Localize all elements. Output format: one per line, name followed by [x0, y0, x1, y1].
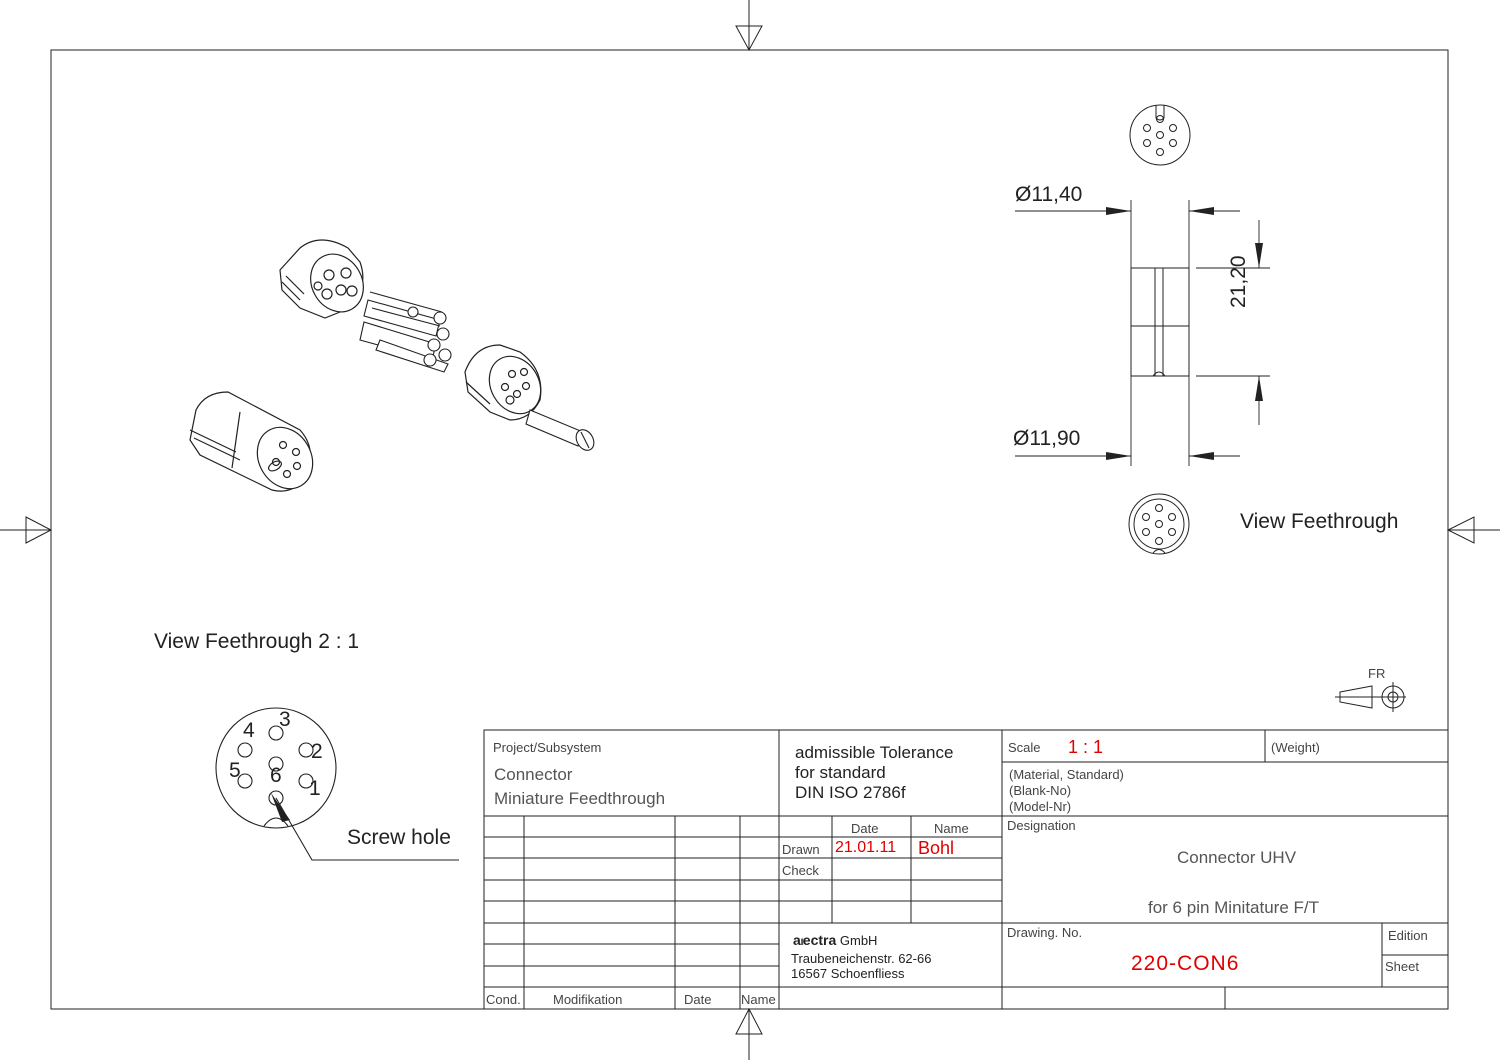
dim-height: 21,20 [1227, 255, 1250, 308]
end-view-top [1129, 104, 1191, 166]
dim-top-diameter: Ø11,40 [1015, 183, 1083, 206]
projection-label: FR [1368, 666, 1386, 681]
project-line1: Connector [494, 765, 573, 784]
company-logo: allectra GmbH [793, 933, 877, 947]
cond-label: Cond. [486, 992, 521, 1007]
scale-label: Scale [1008, 740, 1041, 755]
pin-number-1: 1 [309, 777, 321, 800]
blank-label: (Blank-No) [1009, 783, 1072, 798]
company-logo-a: a [793, 932, 801, 948]
pin-number-3: 3 [279, 708, 291, 731]
iso-pins [359, 291, 452, 373]
drawing-number: 220-CON6 [1131, 952, 1240, 975]
company-logo-ectra: ectra [802, 932, 837, 948]
end-view-bottom [1128, 493, 1190, 555]
drawing-no-label: Drawing. No. [1007, 925, 1083, 940]
screw-hole-arrow [271, 793, 290, 822]
drawn-label: Drawn [782, 842, 820, 857]
company-address1: Traubeneichenstr. 62-66 [791, 951, 932, 966]
sheet-label: Sheet [1385, 959, 1419, 974]
pin-number-4: 4 [243, 719, 255, 742]
name-header: Name [934, 821, 969, 836]
company-suffix: GmbH [836, 933, 878, 948]
side-view [1130, 267, 1190, 377]
designation-label: Designation [1007, 818, 1076, 833]
scale-view-label: View Feethrough 2 : 1 [154, 630, 360, 653]
top-view-label: View Feethrough [1240, 510, 1399, 533]
dimension-arrows [1106, 207, 1263, 460]
project-line2: Miniature Feedthrough [494, 789, 666, 808]
dim-bottom-diameter: Ø11,90 [1013, 427, 1081, 450]
iso-screw [525, 409, 595, 451]
company-logo-bars: ll [800, 937, 804, 947]
scale-value: 1 : 1 [1068, 737, 1104, 757]
project-label: Project/Subsystem [493, 740, 602, 755]
edition-label: Edition [1388, 928, 1428, 943]
weight-label: (Weight) [1271, 740, 1320, 755]
check-label: Check [782, 863, 819, 878]
pin-number-2: 2 [311, 740, 323, 763]
designation-line2: for 6 pin Minitature F/T [1148, 898, 1320, 917]
modification-label: Modifikation [553, 992, 623, 1007]
pin-number-6: 6 [270, 764, 282, 787]
projection-symbol [1335, 682, 1406, 712]
material-label: (Material, Standard) [1009, 767, 1124, 782]
model-label: (Model-Nr) [1009, 799, 1072, 814]
iso-assembled-connector [189, 391, 314, 492]
tolerance-line1: admissible Tolerance [795, 743, 954, 762]
pin-number-5: 5 [229, 759, 241, 782]
pin-layout-detail [215, 707, 459, 861]
mod-name-label: Name [741, 992, 776, 1007]
title-block-grid [483, 729, 1449, 1010]
company-address2: 16567 Schoenfliess [791, 966, 905, 981]
tolerance-line3: DIN ISO 2786f [795, 783, 906, 802]
drawn-date: 21.01.11 [835, 839, 897, 856]
date-header: Date [851, 821, 879, 836]
iso-connector-housing [279, 239, 364, 319]
mod-date-label: Date [684, 992, 712, 1007]
screw-hole-label: Screw hole [347, 826, 451, 849]
iso-socket-housing [464, 344, 542, 421]
tolerance-line2: for standard [795, 763, 886, 782]
drawn-name: Bohl [918, 838, 955, 858]
designation-line1: Connector UHV [1177, 848, 1297, 867]
